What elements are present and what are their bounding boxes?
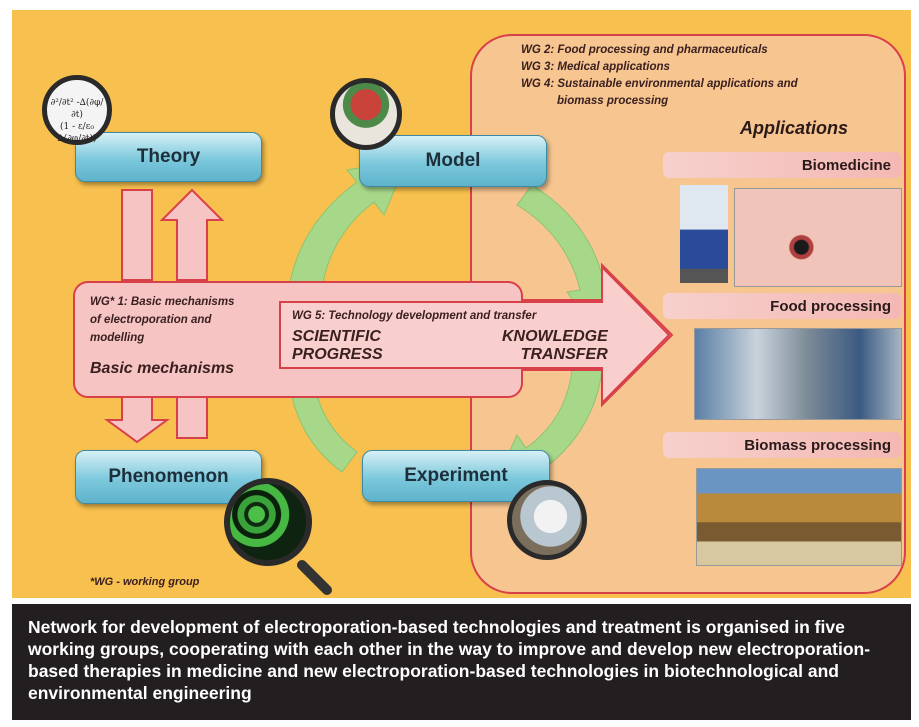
basic-mechanisms-title: Basic mechanisms [90,360,235,377]
wg4-label-cont: biomass processing [557,95,669,107]
theory-box: Theory [75,132,262,182]
biomedicine-skin-photo [734,188,902,287]
wg3-label: WG 3: Medical applications [521,61,670,73]
wg1-label: WG* 1: Basic mechanisms of electroporati… [90,293,234,347]
scientific-progress-label: SCIENTIFIC PROGRESS [292,328,383,364]
applications-title: Applications [740,118,849,138]
model-simulation-circle [330,78,402,150]
footnote: *WG - working group [90,576,200,588]
wg-list: WG 2: Food processing and pharmaceutical… [521,42,798,110]
phenomenon-cells-circle [224,478,312,566]
wg1-line-3: modelling [90,332,145,344]
phenomenon-box: Phenomenon [75,450,262,504]
up-arrow-upper [159,188,225,281]
caption: Network for development of electroporati… [12,604,911,720]
app-label-biomedicine: Biomedicine [663,152,901,178]
magnifier-handle [297,560,332,595]
scientific-line: SCIENTIFIC [292,328,381,345]
model-box: Model [359,135,547,187]
transfer-line: TRANSFER [520,346,608,363]
knowledge-line: KNOWLEDGE [502,328,608,345]
diagram: Theory Model Phenomenon Experiment ∂²/∂t… [12,10,911,598]
wg5-label: WG 5: Technology development and transfe… [292,310,537,322]
food-processing-photo [694,328,902,420]
down-arrow-upper [121,189,153,281]
wg1-line-2: of electroporation and [90,314,212,326]
wg2-label: WG 2: Food processing and pharmaceutical… [521,44,768,56]
wg1-line-1: WG* 1: Basic mechanisms [90,296,235,308]
formula-line-1: ∂²/∂t² -∆(∂φ/∂t) [50,98,104,120]
app-label-biomass-processing: Biomass processing [663,432,901,458]
cycle-arrows [73,159,674,595]
progress-line: PROGRESS [292,346,383,363]
down-arrow-lower [103,394,171,444]
knowledge-transfer-label: KNOWLEDGE TRANSFER [502,328,608,364]
app-label-food-processing: Food processing [663,293,901,319]
experiment-lab-circle [507,480,587,560]
wg4-label: WG 4: Sustainable environmental applicat… [521,78,798,90]
theory-formula-circle: ∂²/∂t² -∆(∂φ/∂t) (1 - ε/ε₀ ∆(∂φ/∂t)) [42,75,112,145]
biomedicine-device-photo [680,185,728,283]
up-arrow-lower [176,394,208,439]
formula-line-2: (1 - ε/ε₀ ∆(∂φ/∂t)) [57,122,97,144]
biomass-processing-photo [696,468,902,566]
